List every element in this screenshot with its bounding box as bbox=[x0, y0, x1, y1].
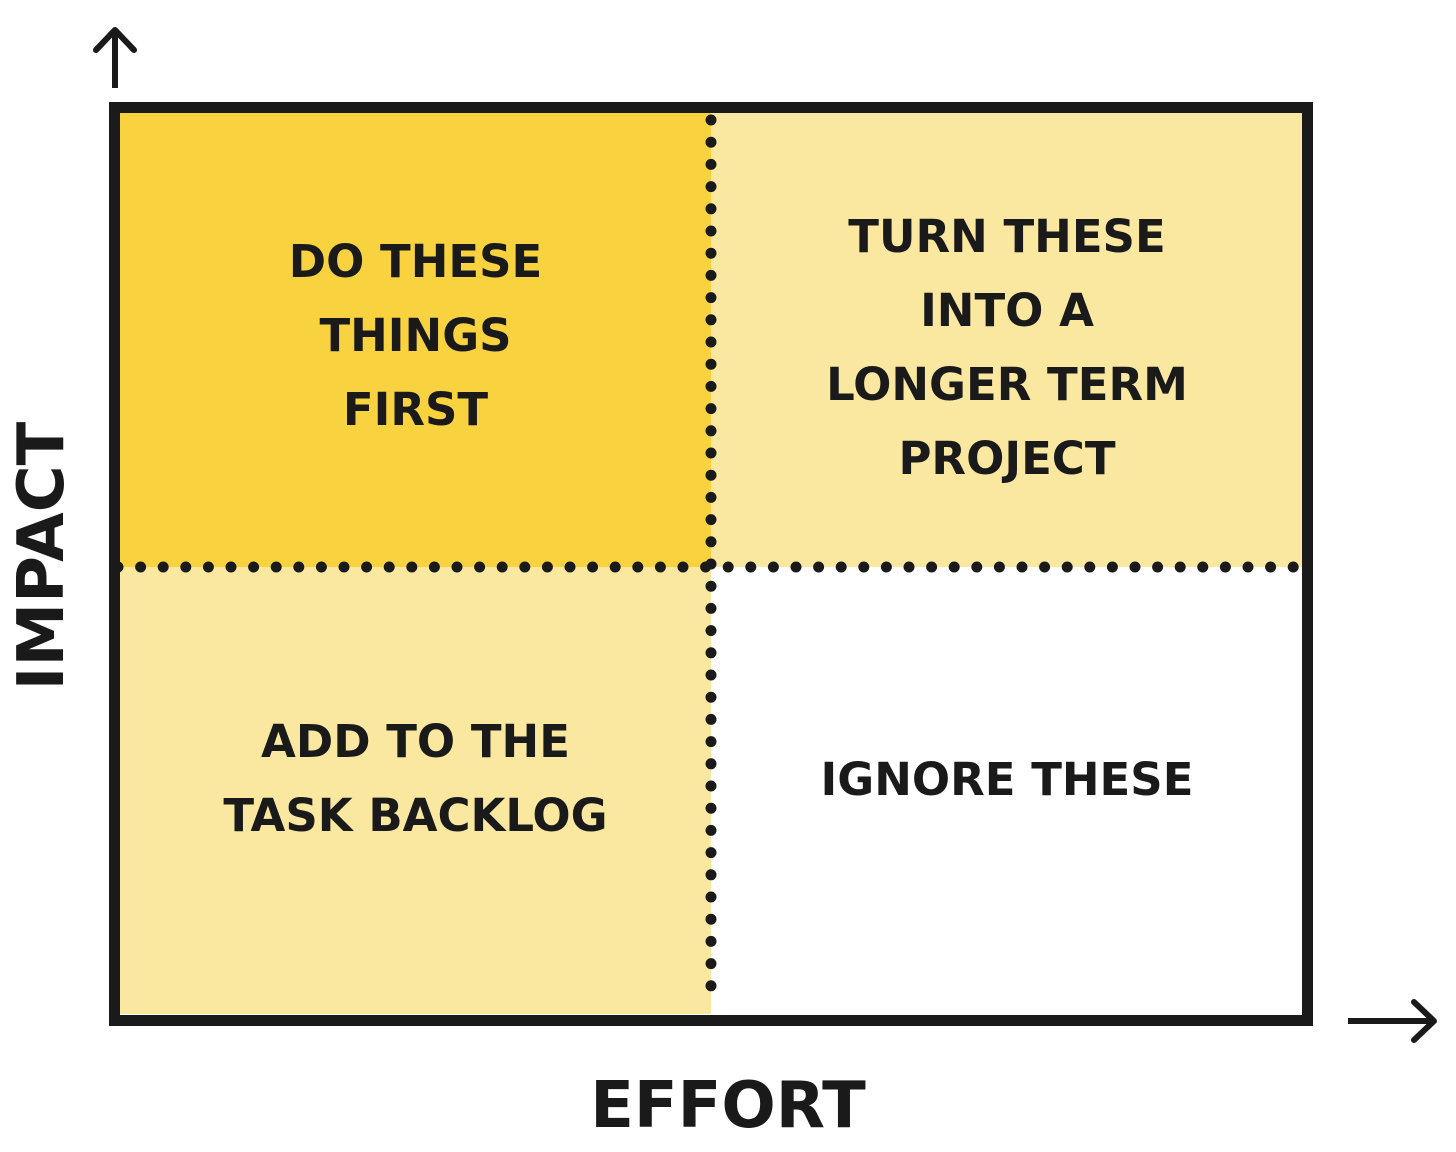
quadrant-longer-term-project-label: TURN THESE INTO A LONGER TERM PROJECT bbox=[826, 210, 1188, 485]
quadrant-ignore-label: IGNORE THESE bbox=[820, 752, 1194, 806]
up-arrow-icon bbox=[93, 27, 137, 88]
quadrant-ignore: IGNORE THESE bbox=[711, 567, 1303, 1014]
quadrant-longer-term-project: TURN THESE INTO A LONGER TERM PROJECT bbox=[711, 113, 1303, 567]
quadrant-do-first-label: DO THESE THINGS FIRST bbox=[288, 235, 543, 436]
right-arrow-icon bbox=[1348, 999, 1437, 1043]
quadrant-do-first: DO THESE THINGS FIRST bbox=[120, 113, 711, 567]
quadrant-task-backlog-label: ADD TO THE TASK BACKLOG bbox=[223, 714, 608, 842]
y-axis-label: IMPACT bbox=[5, 421, 79, 691]
quadrant-task-backlog: ADD TO THE TASK BACKLOG bbox=[120, 567, 711, 1014]
x-axis-label: EFFORT bbox=[590, 1069, 866, 1143]
